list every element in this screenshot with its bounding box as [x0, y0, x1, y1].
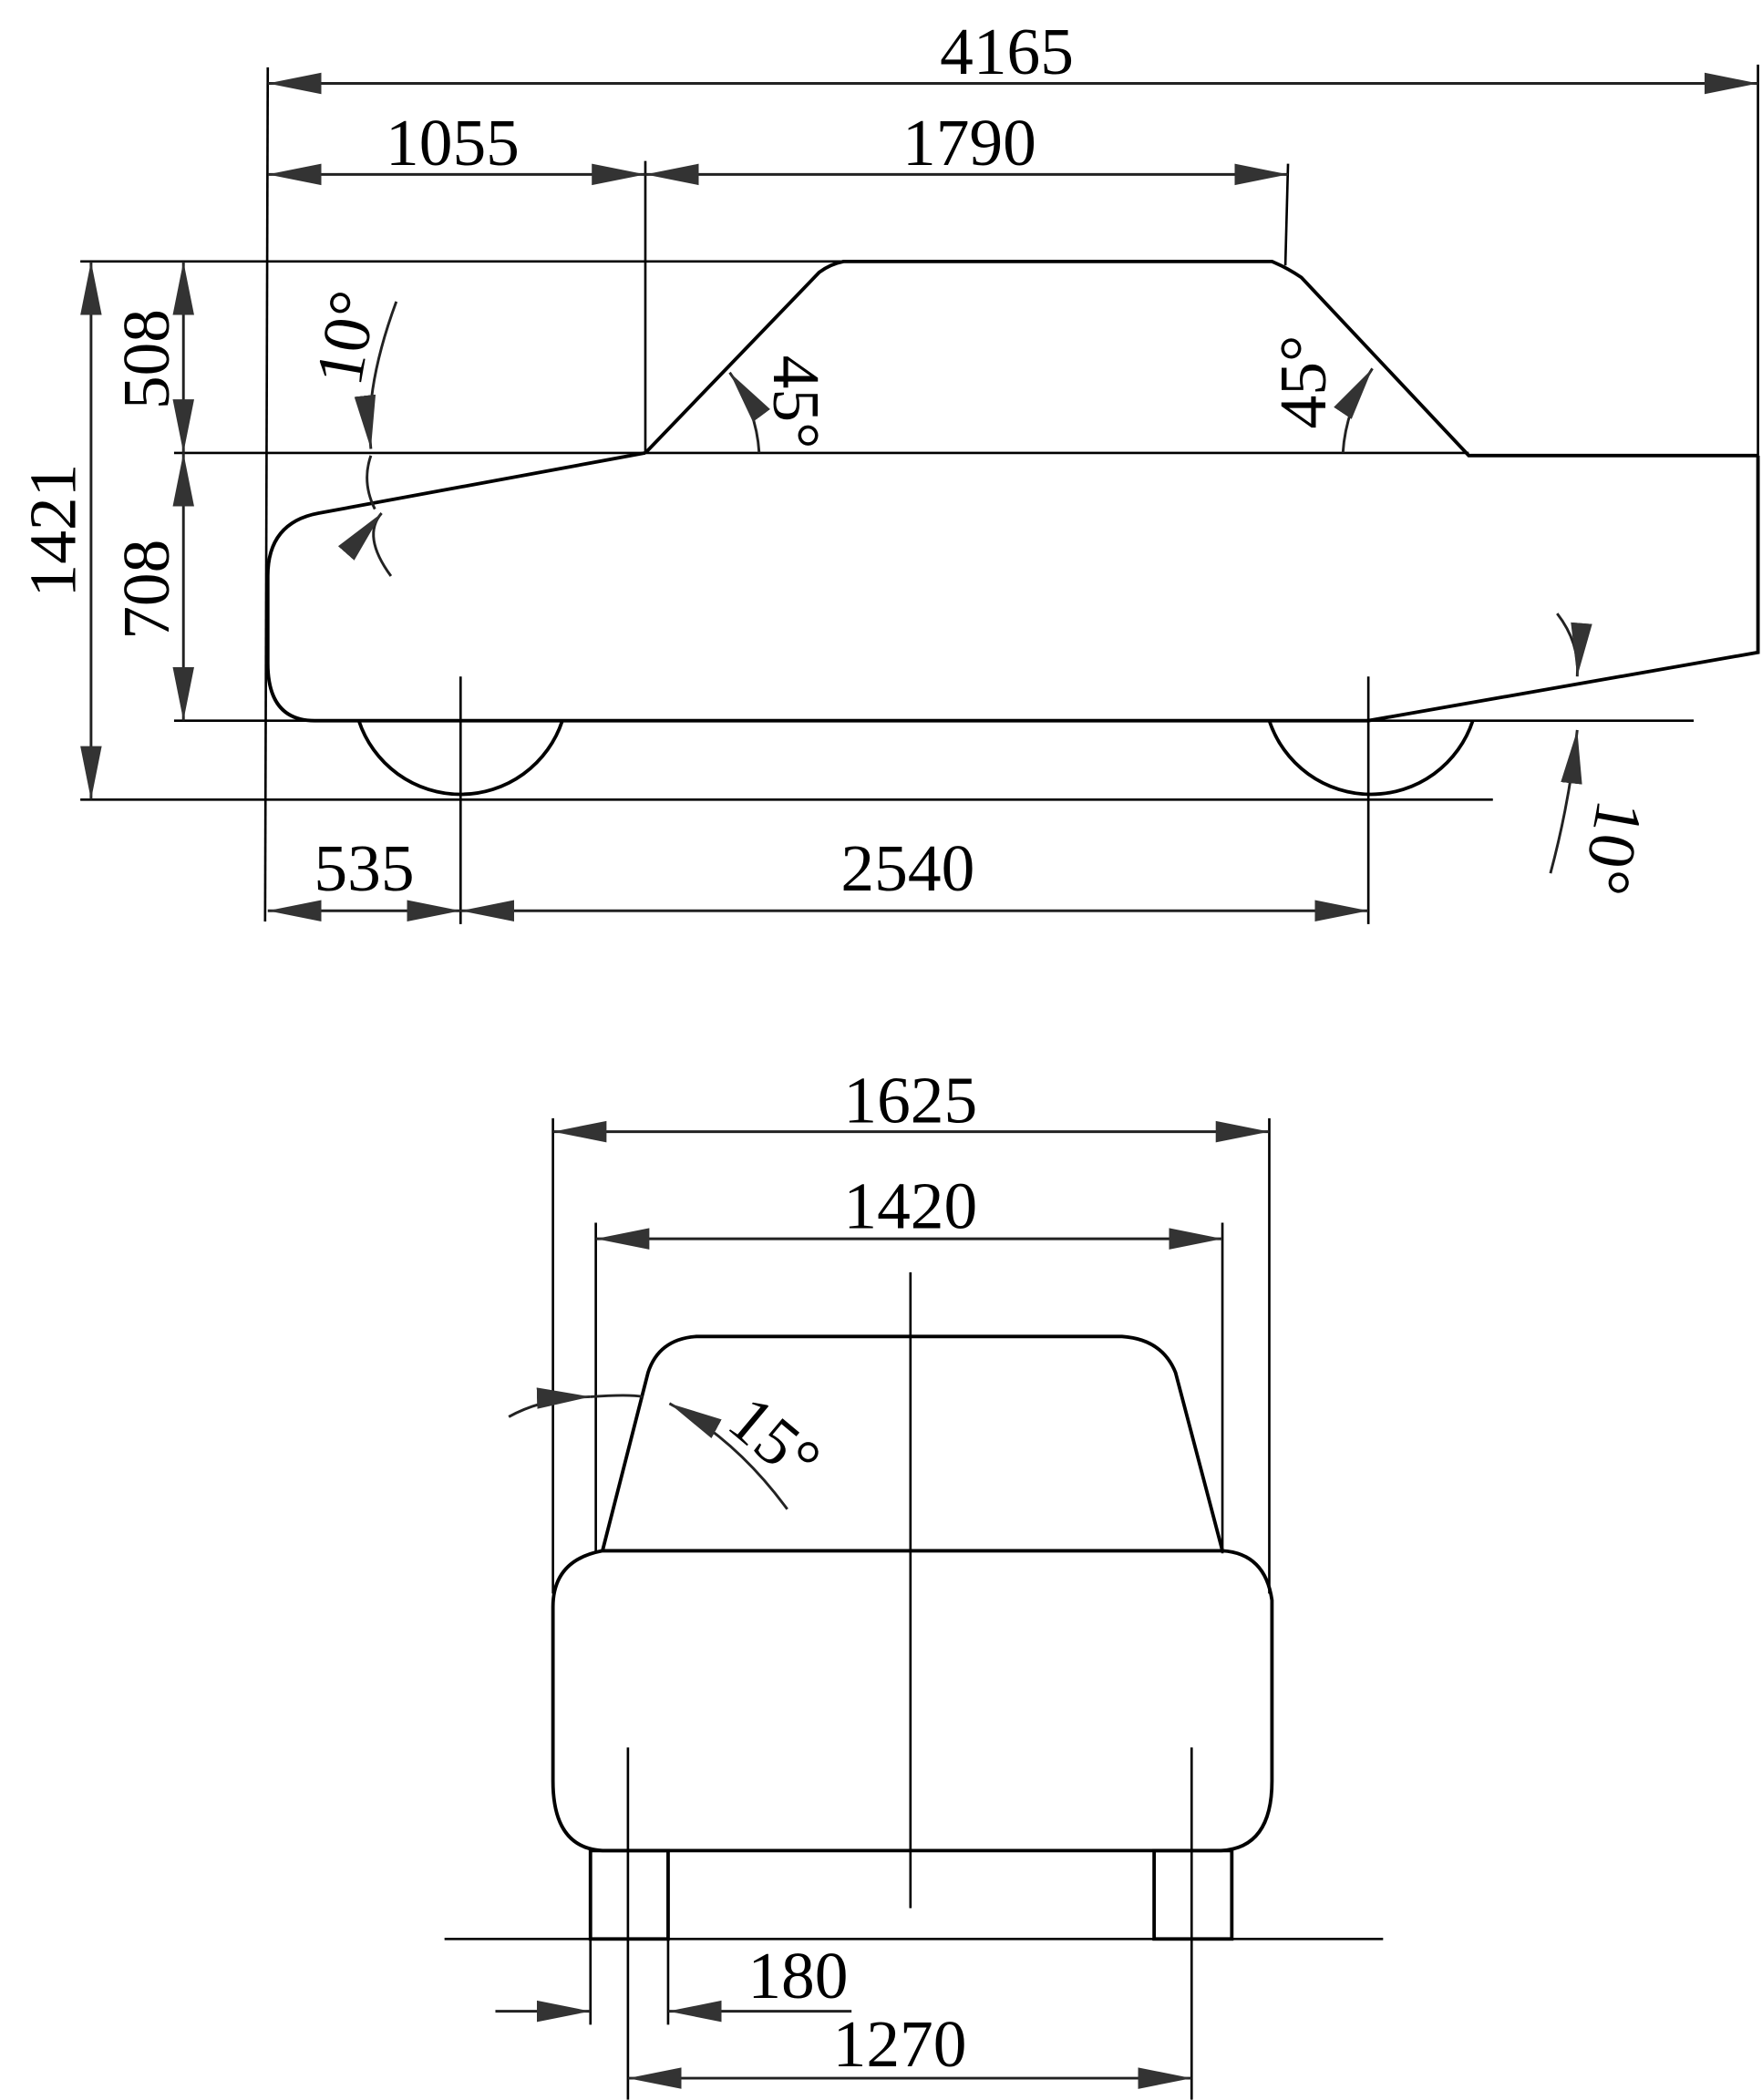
dim-label: 535	[314, 831, 414, 905]
reference-lines	[80, 64, 1759, 924]
dim-overall-width: 1625	[552, 1063, 1270, 1143]
dim-wheelbase: 2540	[460, 831, 1369, 921]
dim-label: 4165	[940, 15, 1074, 88]
angle-label: 10°	[302, 285, 391, 390]
dim-label: 508	[109, 309, 183, 409]
angle-hood: 10°	[302, 285, 398, 577]
angle-label: 15°	[716, 1382, 835, 1498]
side-view: 4165 1055 1790 1421 508 708 535 2540	[15, 15, 1760, 924]
dim-overall-height: 1421	[15, 261, 102, 800]
angle-label: 45°	[759, 355, 833, 449]
angle-label: 10°	[1568, 795, 1657, 900]
dim-front-to-windshield: 1055	[267, 106, 645, 186]
car-front-outline	[551, 1334, 1274, 1941]
dim-label: 1421	[15, 464, 89, 598]
dim-label: 708	[109, 540, 183, 640]
dim-label: 180	[747, 1939, 848, 2012]
dim-track-width: 1270	[627, 2007, 1192, 2089]
angle-windshield: 45°	[728, 355, 833, 453]
angle-label: 45°	[1266, 335, 1340, 429]
dim-label: 1790	[902, 106, 1036, 180]
dim-overall-length: 4165	[267, 15, 1758, 95]
dim-cabin-height: 508	[109, 261, 194, 453]
angle-rear-window: 45°	[1266, 335, 1374, 453]
car-side-outline	[265, 259, 1760, 797]
dim-label: 1055	[386, 106, 520, 180]
dim-body-height: 708	[109, 452, 194, 721]
reference-lines	[444, 1117, 1384, 2100]
dim-roof-length: 1790	[644, 106, 1289, 186]
angle-rear: 10°	[1549, 612, 1657, 901]
dim-label: 1625	[843, 1063, 977, 1137]
dim-label: 2540	[840, 831, 974, 905]
dim-label: 1270	[833, 2007, 967, 2081]
left-tire	[588, 1848, 670, 1941]
right-tire	[1152, 1848, 1234, 1941]
dim-cabin-width: 1420	[595, 1168, 1223, 1250]
dim-tire-width: 180	[495, 1939, 852, 2023]
dim-front-overhang: 535	[267, 831, 461, 921]
dim-label: 1420	[843, 1168, 977, 1242]
rear-wheel	[1267, 720, 1475, 797]
front-view: 1625 1420 15° 180 1270	[444, 1063, 1384, 2100]
angle-side: 15°	[508, 1382, 835, 1510]
